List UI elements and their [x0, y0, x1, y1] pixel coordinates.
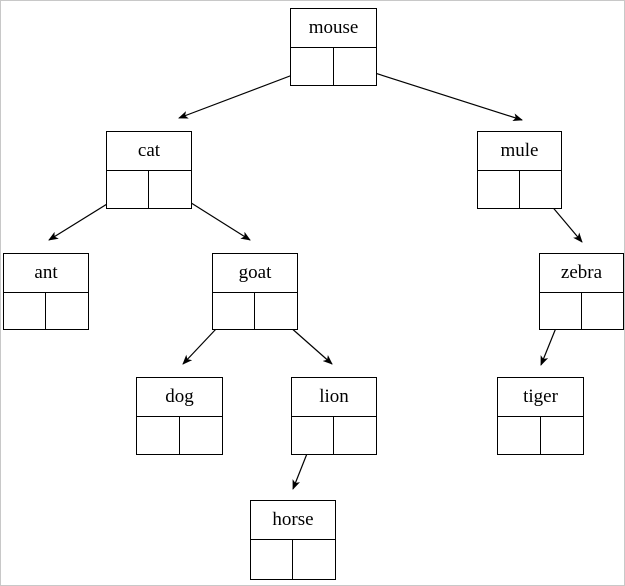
- tree-node-pointers: [107, 171, 191, 208]
- tree-node-pointers: [540, 293, 623, 329]
- pointer-cell-right[interactable]: [520, 171, 562, 208]
- tree-node-tiger[interactable]: tiger: [497, 377, 584, 455]
- tree-node-pointers: [4, 293, 88, 329]
- tree-node-dog[interactable]: dog: [136, 377, 223, 455]
- tree-node-label: zebra: [540, 254, 623, 293]
- pointer-cell-right[interactable]: [541, 417, 584, 454]
- pointer-cell-right[interactable]: [582, 293, 624, 329]
- tree-node-pointers: [498, 417, 583, 454]
- tree-node-label: dog: [137, 378, 222, 417]
- pointer-cell-right[interactable]: [180, 417, 223, 454]
- tree-node-pointers: [291, 48, 376, 85]
- pointer-cell-right[interactable]: [149, 171, 191, 208]
- pointer-cell-right[interactable]: [293, 540, 335, 579]
- pointer-cell-right[interactable]: [334, 417, 376, 454]
- pointer-cell-left[interactable]: [107, 171, 149, 208]
- tree-node-horse[interactable]: horse: [250, 500, 336, 580]
- pointer-cell-left[interactable]: [498, 417, 541, 454]
- pointer-cell-left[interactable]: [4, 293, 46, 329]
- tree-node-label: tiger: [498, 378, 583, 417]
- tree-node-ant[interactable]: ant: [3, 253, 89, 330]
- tree-node-pointers: [292, 417, 376, 454]
- tree-node-label: lion: [292, 378, 376, 417]
- tree-node-mouse[interactable]: mouse: [290, 8, 377, 86]
- tree-node-label: mule: [478, 132, 561, 171]
- tree-node-label: cat: [107, 132, 191, 171]
- pointer-cell-left[interactable]: [213, 293, 255, 329]
- pointer-cell-right[interactable]: [46, 293, 88, 329]
- tree-node-pointers: [478, 171, 561, 208]
- pointer-cell-right[interactable]: [255, 293, 297, 329]
- tree-node-label: goat: [213, 254, 297, 293]
- pointer-cell-left[interactable]: [478, 171, 520, 208]
- pointer-cell-right[interactable]: [334, 48, 377, 85]
- tree-node-pointers: [137, 417, 222, 454]
- tree-node-lion[interactable]: lion: [291, 377, 377, 455]
- tree-node-pointers: [213, 293, 297, 329]
- tree-node-cat[interactable]: cat: [106, 131, 192, 209]
- tree-node-label: mouse: [291, 9, 376, 48]
- tree-edge-mouse-mule: [355, 66, 523, 122]
- pointer-cell-left[interactable]: [137, 417, 180, 454]
- tree-node-label: ant: [4, 254, 88, 293]
- pointer-cell-left[interactable]: [291, 48, 334, 85]
- tree-node-goat[interactable]: goat: [212, 253, 298, 330]
- tree-node-label: horse: [251, 501, 335, 540]
- pointer-cell-left[interactable]: [540, 293, 582, 329]
- pointer-cell-left[interactable]: [292, 417, 334, 454]
- pointer-cell-left[interactable]: [251, 540, 293, 579]
- tree-node-zebra[interactable]: zebra: [539, 253, 624, 330]
- tree-node-pointers: [251, 540, 335, 579]
- tree-node-mule[interactable]: mule: [477, 131, 562, 209]
